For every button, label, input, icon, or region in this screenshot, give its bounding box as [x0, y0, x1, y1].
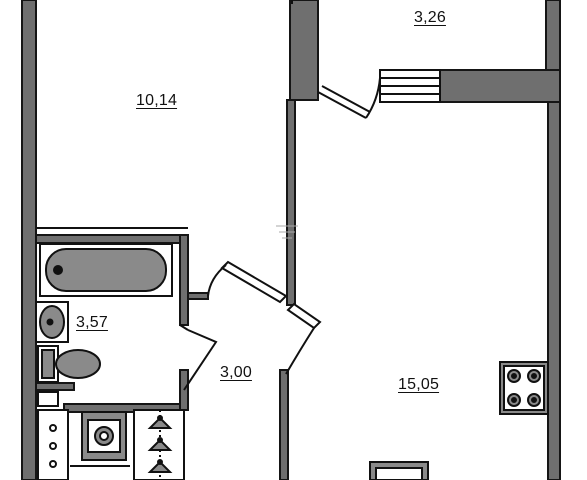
- wall-left: [21, 0, 37, 480]
- wall-balcony-right: [545, 0, 561, 71]
- washing-machine-icon: [81, 411, 127, 461]
- door-icon: [317, 77, 381, 119]
- sink-icon: [35, 301, 69, 343]
- bathroom-area-label: 3,57: [76, 314, 108, 331]
- wall-right: [547, 101, 561, 480]
- door-icon: [285, 302, 322, 375]
- bathtub-icon: [39, 243, 173, 297]
- wall-partition: [286, 99, 296, 306]
- toilet-icon: [37, 345, 101, 383]
- radiator-icon: [37, 409, 69, 480]
- sink-icon: [369, 461, 429, 480]
- kitchen-living-area-label: 15,05: [398, 376, 440, 393]
- wall-kitchen-left: [279, 369, 289, 480]
- wall-bathroom-right: [179, 234, 189, 326]
- wall-balcony-left: [289, 0, 319, 101]
- balcony-area-label: 3,26: [414, 9, 446, 26]
- room-area-label: 10,14: [136, 92, 178, 109]
- wall-stub: [187, 292, 209, 300]
- hanger-icon: [133, 409, 185, 480]
- stove-icon: [499, 361, 549, 415]
- wall-bathroom-bottom: [35, 382, 75, 391]
- door-icon: [207, 260, 288, 304]
- hallway-area-label: 3,00: [220, 364, 252, 381]
- wall-bathroom-top: [35, 234, 189, 244]
- window-icon: [379, 69, 441, 103]
- wall-exterior-right: [439, 69, 561, 103]
